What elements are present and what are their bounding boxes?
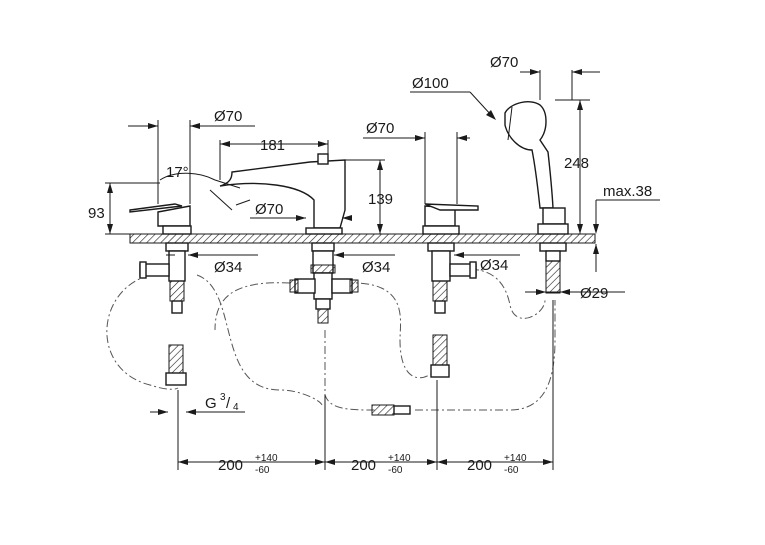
svg-text:+140: +140 <box>388 453 411 464</box>
dim-181: 181 <box>260 137 285 154</box>
dim-angle-17: 17° <box>166 164 189 181</box>
left-valve <box>129 203 192 386</box>
dim-d70-mid: Ø70 <box>366 120 394 137</box>
hand-shower <box>504 101 569 294</box>
dim-max38: max.38 <box>603 183 652 200</box>
dim-248: 248 <box>564 155 589 172</box>
dim-d70-top-left: Ø70 <box>214 108 242 125</box>
dim-d34-right: Ø34 <box>480 257 508 274</box>
svg-text:+140: +140 <box>255 453 278 464</box>
dim-d100: Ø100 <box>412 75 449 92</box>
hose-connector <box>371 404 411 416</box>
dim-139: 139 <box>368 191 393 208</box>
dim-d34-left: Ø34 <box>214 259 242 276</box>
dim-d29: Ø29 <box>580 285 608 302</box>
thread-numerator: 3 <box>220 392 226 403</box>
svg-text:-60: -60 <box>504 465 519 476</box>
deck-plate <box>105 233 596 244</box>
spout <box>219 153 359 324</box>
dim-d70-handshower: Ø70 <box>490 54 518 71</box>
spacing-label-1: 200 +140 -60 <box>218 453 278 476</box>
thread-denominator: 4 <box>233 402 239 413</box>
thread-g: G <box>205 395 217 412</box>
dimension-labels: Ø70 Ø100 Ø70 Ø70 181 17° 93 139 Ø70 248 … <box>88 54 652 476</box>
spacing-label-2: 200 +140 -60 <box>351 453 411 476</box>
thread-size-label: G 3 / 4 <box>205 392 239 413</box>
dim-d70-spout: Ø70 <box>255 201 283 218</box>
svg-text:200: 200 <box>467 457 492 474</box>
svg-text:200: 200 <box>351 457 376 474</box>
right-valve <box>422 203 479 378</box>
svg-text:-60: -60 <box>255 465 270 476</box>
svg-text:-60: -60 <box>388 465 403 476</box>
dim-93: 93 <box>88 205 105 222</box>
svg-text:/: / <box>226 395 231 412</box>
svg-text:+140: +140 <box>504 453 527 464</box>
svg-text:200: 200 <box>218 457 243 474</box>
dim-d34-mid: Ø34 <box>362 259 390 276</box>
spacing-label-3: 200 +140 -60 <box>467 453 527 476</box>
dimension-lines <box>105 69 660 470</box>
